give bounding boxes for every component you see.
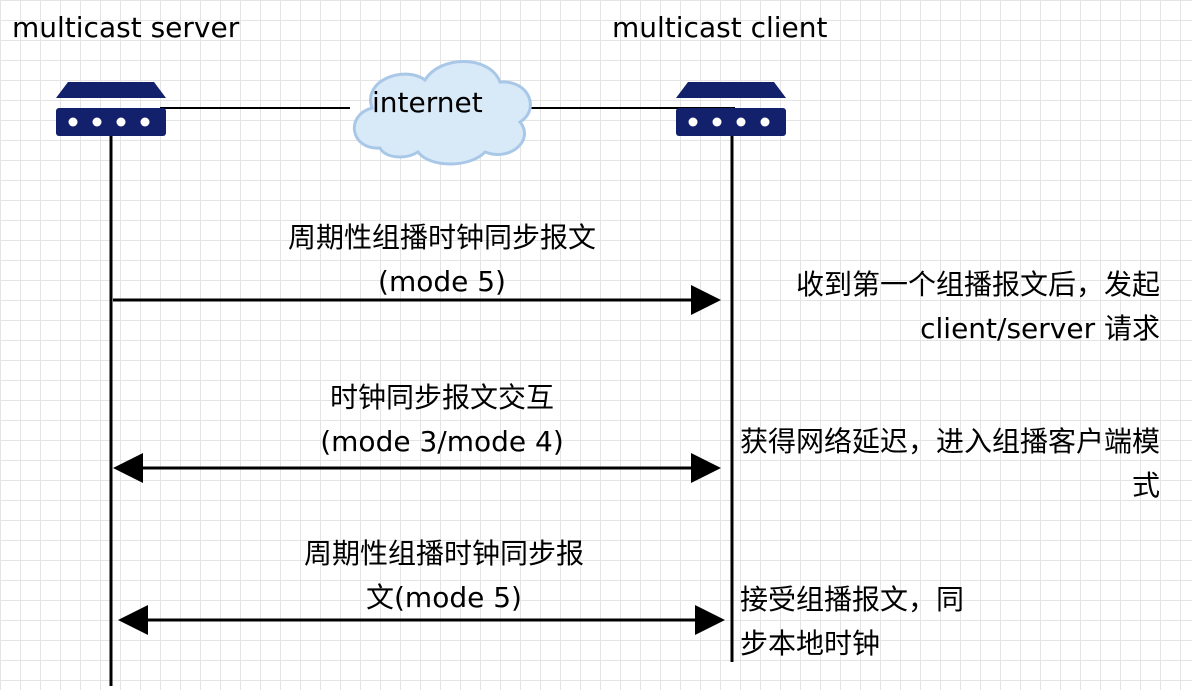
client-note-2: 获得网络延迟，进入组播客户端模式 bbox=[740, 425, 1161, 502]
server-title: multicast server bbox=[12, 11, 240, 44]
message-label-2: 时钟同步报文交互 (mode 3/mode 4) bbox=[320, 381, 564, 458]
client-note-1: 收到第一个组播报文后，发起 client/server 请求 bbox=[795, 268, 1160, 345]
client-note-3: 接受组播报文，同步本地时钟 bbox=[740, 583, 965, 660]
client-device-icon bbox=[676, 82, 786, 136]
client-title: multicast client bbox=[612, 11, 828, 44]
cloud-label: internet bbox=[372, 86, 483, 119]
message-label-1: 周期性组播时钟同步报文(mode 5) bbox=[287, 221, 596, 298]
internet-cloud-icon bbox=[353, 60, 532, 166]
server-device-icon bbox=[56, 82, 166, 136]
message-label-3: 周期性组播时钟同步报文(mode 5) bbox=[303, 537, 584, 614]
